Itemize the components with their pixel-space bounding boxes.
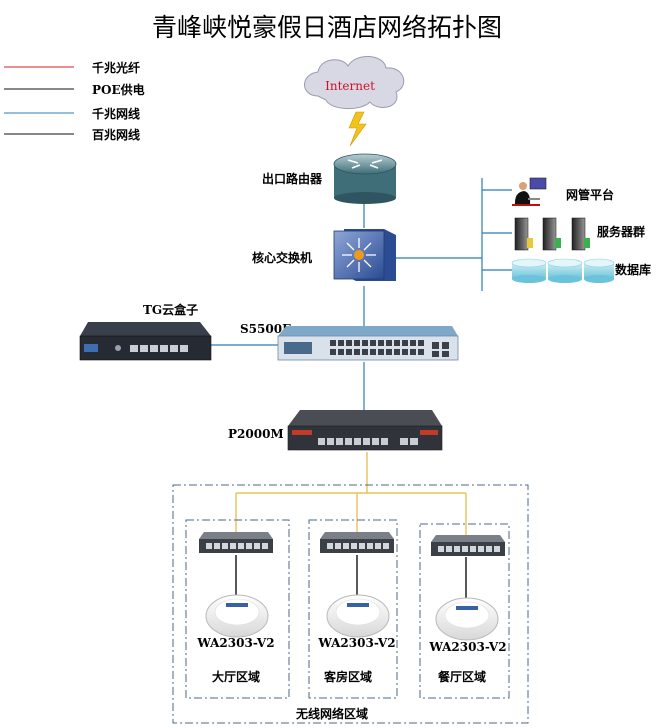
cloud-box-device bbox=[79, 322, 212, 361]
core-switch-center-icon bbox=[354, 250, 364, 260]
access-point-lobby bbox=[205, 594, 269, 638]
router-device bbox=[333, 153, 397, 204]
access-switch-dining bbox=[431, 535, 505, 556]
server-badge-2 bbox=[555, 238, 561, 248]
access-point-face bbox=[335, 598, 381, 626]
servers-device bbox=[514, 217, 590, 251]
p2000m-device bbox=[287, 410, 443, 451]
database-disk-2-top bbox=[547, 258, 583, 268]
cloud-box-ports bbox=[130, 345, 188, 352]
core-switch-device bbox=[333, 229, 396, 281]
ap-model-label-lobby: WA2303-V2 bbox=[196, 636, 274, 650]
access-point-logo bbox=[226, 603, 248, 607]
p2000m-label: P2000M bbox=[228, 427, 284, 441]
database-disk-3 bbox=[584, 263, 614, 279]
zone-label-lobby: 大厅区域 bbox=[212, 669, 260, 684]
access-point-face bbox=[444, 601, 490, 629]
wireless-zone-frame bbox=[172, 484, 529, 724]
ap-model-label-dining: WA2303-V2 bbox=[428, 640, 506, 654]
server-icon-3 bbox=[571, 217, 586, 251]
access-point-face bbox=[214, 598, 260, 626]
core-switch-arrows-icon bbox=[342, 238, 376, 272]
p2000m-top bbox=[288, 410, 442, 426]
database-disk-1 bbox=[512, 263, 546, 279]
router-base bbox=[334, 192, 396, 204]
access-switch-top bbox=[199, 532, 273, 539]
s5500e-device bbox=[277, 326, 459, 361]
database-disk-3-top bbox=[583, 258, 615, 268]
cloud-box-power-icon bbox=[115, 345, 121, 351]
router-arrows-icon bbox=[347, 159, 383, 169]
access-switch-top bbox=[431, 535, 505, 542]
nms-label: 网管平台 bbox=[566, 187, 614, 202]
s5500e-logo-plate bbox=[284, 342, 312, 354]
nms-monitor-icon bbox=[529, 177, 547, 190]
legend-label-gigabit: 千兆网线 bbox=[92, 106, 140, 121]
zone-label-guest: 客房区域 bbox=[323, 669, 372, 684]
database-disk-1-base bbox=[512, 275, 546, 283]
server-badge-1 bbox=[527, 238, 533, 248]
cloud-box-label: TG云盒子 bbox=[143, 302, 198, 317]
s5500e-ports bbox=[330, 340, 449, 357]
database-device bbox=[511, 258, 615, 283]
internet-cloud: Internet bbox=[304, 56, 405, 109]
router-top bbox=[333, 153, 397, 175]
internet-label: Internet bbox=[325, 79, 375, 93]
database-label: 数据库 bbox=[615, 262, 651, 277]
server-icon-2 bbox=[542, 217, 557, 251]
ap-model-label-guest: WA2303-V2 bbox=[317, 636, 395, 650]
access-switch-guest bbox=[320, 532, 394, 553]
s5500e-top bbox=[278, 326, 458, 336]
p2000m-ports bbox=[318, 438, 418, 445]
database-disk-3-base bbox=[584, 275, 614, 283]
database-disk-2 bbox=[548, 263, 582, 279]
zone-label-dining: 餐厅区域 bbox=[438, 669, 486, 684]
database-disk-2-base bbox=[548, 275, 582, 283]
cloud-icon bbox=[304, 56, 405, 109]
legend-label-poe: POE供电 bbox=[92, 82, 145, 97]
zone-frame-guest bbox=[308, 519, 398, 699]
zone-frame-lobby bbox=[185, 519, 290, 699]
server-badge-3 bbox=[584, 238, 590, 248]
lightning-icon bbox=[348, 111, 367, 147]
nms-device bbox=[512, 177, 547, 206]
p2000m-brand-strip bbox=[292, 430, 312, 435]
cloud-box-logo-plate bbox=[84, 344, 98, 352]
nms-person-icon bbox=[514, 191, 531, 206]
access-point-guest bbox=[326, 594, 390, 638]
router-label: 出口路由器 bbox=[262, 171, 323, 186]
access-switch-top bbox=[320, 532, 394, 539]
server-icon-1 bbox=[514, 217, 529, 251]
connection-lines bbox=[211, 178, 512, 598]
access-point-logo bbox=[347, 603, 369, 607]
database-disk-1-top bbox=[511, 258, 547, 268]
nms-person-head bbox=[519, 182, 527, 190]
access-switch-lobby bbox=[199, 532, 273, 553]
page-title: 青峰峡悦豪假日酒店网络拓扑图 bbox=[152, 13, 502, 42]
p2000m-brand-strip-right bbox=[420, 430, 438, 435]
access-point-logo bbox=[456, 606, 478, 610]
wireless-zone bbox=[172, 484, 529, 724]
servers-label: 服务器群 bbox=[597, 224, 645, 239]
cloud-box-top bbox=[80, 322, 211, 336]
legend-label-fiber: 千兆光纤 bbox=[92, 60, 140, 75]
legend-label-100m: 百兆网线 bbox=[92, 127, 140, 142]
access-point-dining bbox=[435, 597, 499, 641]
zone-frame-dining bbox=[419, 523, 510, 699]
legend: 千兆光纤 POE供电 千兆网线 百兆网线 bbox=[4, 60, 145, 142]
core-switch-label: 核心交换机 bbox=[252, 250, 312, 265]
wireless-zone-label: 无线网络区域 bbox=[295, 706, 368, 721]
s5500e-label: S5500E bbox=[240, 322, 291, 336]
